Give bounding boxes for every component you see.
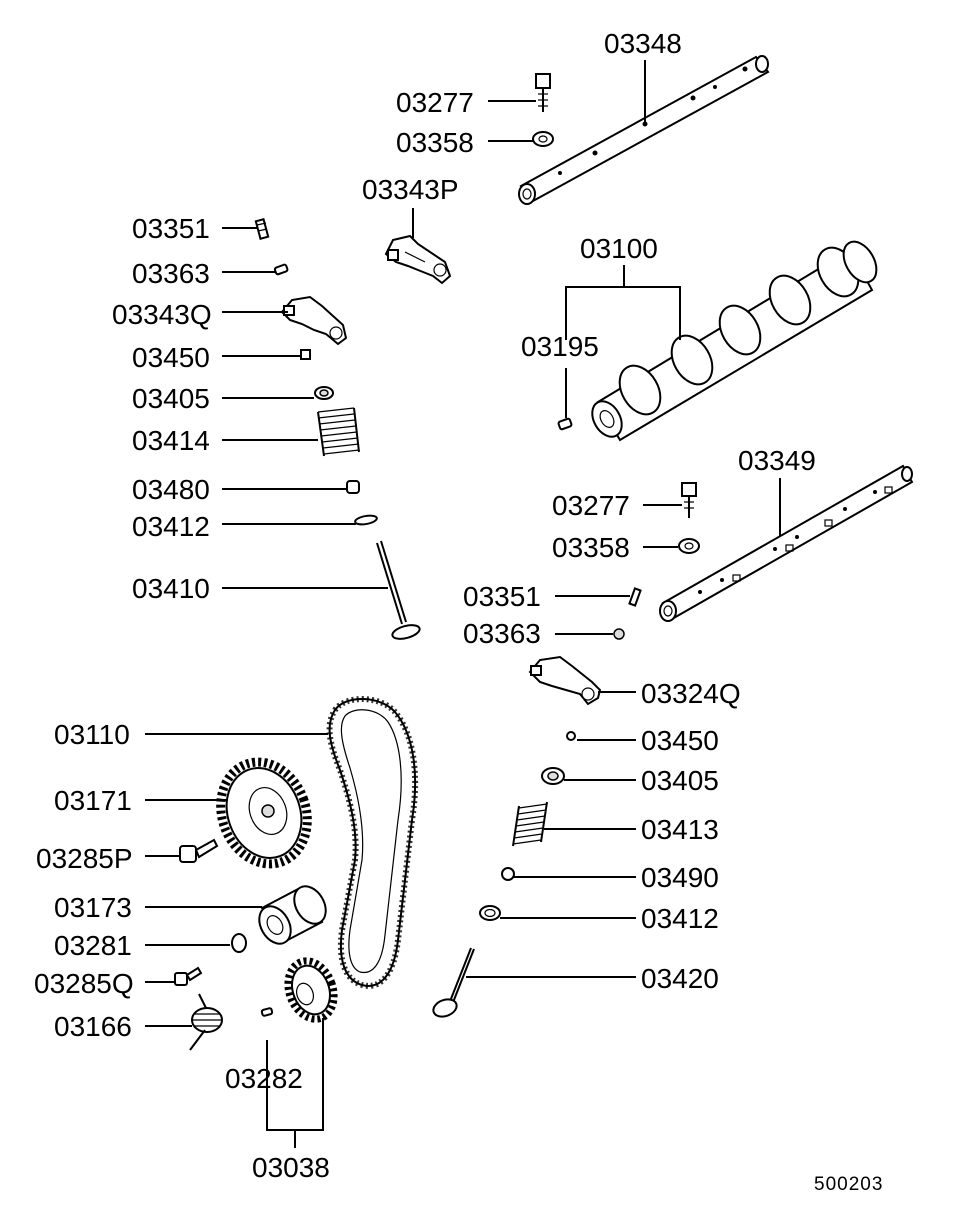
label-03480: 03480: [132, 474, 210, 505]
valve-spring-lower: [512, 801, 548, 847]
label-03405-upper: 03405: [132, 383, 210, 414]
label-03343Q: 03343Q: [112, 299, 212, 330]
label-03277-upper: 03277: [396, 87, 474, 118]
valve-spring-upper: [317, 407, 360, 457]
label-03358-lower: 03358: [552, 532, 630, 563]
label-03490: 03490: [641, 862, 719, 893]
timing-belt: [326, 696, 419, 989]
label-03100: 03100: [580, 233, 658, 264]
label-03277-lower: 03277: [552, 490, 630, 521]
rocker-arm-Q-upper: [280, 295, 348, 346]
washer-lower: [678, 538, 700, 554]
sprocket-bolt-P: [179, 838, 219, 863]
tensioner-spring: [189, 993, 223, 1051]
valve-lower: [432, 947, 475, 1018]
label-03281: 03281: [54, 930, 132, 961]
seat-lower: [479, 905, 501, 921]
nut-lower: [613, 628, 625, 640]
label-03195: 03195: [521, 331, 599, 362]
crankshaft-key: [260, 1007, 274, 1017]
label-03412-upper: 03412: [132, 511, 210, 542]
label-03363-upper: 03363: [132, 258, 210, 289]
adjusting-screw-upper: [254, 218, 270, 240]
label-03413: 03413: [641, 814, 719, 845]
stem-seal-lower: [501, 867, 515, 881]
camshaft: [591, 240, 878, 442]
rocker-arm-Q-lower: [528, 655, 602, 706]
sprocket-bolt-Q: [174, 966, 203, 986]
label-03450-upper: 03450: [132, 342, 210, 373]
label-03110: 03110: [54, 719, 130, 750]
retainer-upper: [314, 386, 334, 400]
stem-seal-upper: [346, 480, 360, 494]
label-03358-upper: 03358: [396, 127, 474, 158]
label-03285Q: 03285Q: [34, 968, 134, 999]
label-03414: 03414: [132, 425, 210, 456]
label-03282: 03282: [225, 1063, 303, 1094]
label-03173: 03173: [54, 892, 132, 923]
label-03410: 03410: [132, 573, 210, 604]
label-03343P: 03343P: [362, 174, 459, 205]
washer-upper: [532, 131, 554, 147]
rocker-shaft-upper: [518, 55, 770, 205]
cap-lower: [566, 731, 576, 741]
label-03324Q: 03324Q: [641, 678, 741, 709]
tensioner-pulley: [258, 885, 327, 945]
tensioner-washer: [231, 933, 247, 953]
label-03166: 03166: [54, 1011, 132, 1042]
label-03351-upper: 03351: [132, 213, 210, 244]
label-03349: 03349: [738, 445, 816, 476]
label-03405-lower: 03405: [641, 765, 719, 796]
retainer-lower: [541, 767, 565, 785]
label-03171: 03171: [54, 785, 132, 816]
bolt-lower: [681, 482, 697, 518]
nut-upper: [273, 263, 289, 276]
valve-upper: [376, 540, 421, 640]
camshaft-sprocket: [216, 757, 312, 869]
rocker-arm-P: [384, 234, 452, 285]
label-03038: 03038: [252, 1152, 330, 1183]
label-03351-lower: 03351: [463, 581, 541, 612]
cap-upper: [300, 349, 311, 360]
label-03348: 03348: [604, 28, 682, 59]
rocker-shaft-lower: [659, 464, 914, 622]
adjusting-screw-lower: [628, 587, 642, 607]
label-03412-lower: 03412: [641, 903, 719, 934]
label-03420: 03420: [641, 963, 719, 994]
seat-upper: [354, 514, 378, 526]
crankshaft-sprocket: [284, 957, 338, 1023]
label-03285P: 03285P: [36, 843, 133, 874]
label-03363-lower: 03363: [463, 618, 541, 649]
label-03450-lower: 03450: [641, 725, 719, 756]
bolt-upper: [535, 73, 551, 112]
key: [557, 417, 573, 431]
document-number: 500203: [814, 1174, 883, 1195]
